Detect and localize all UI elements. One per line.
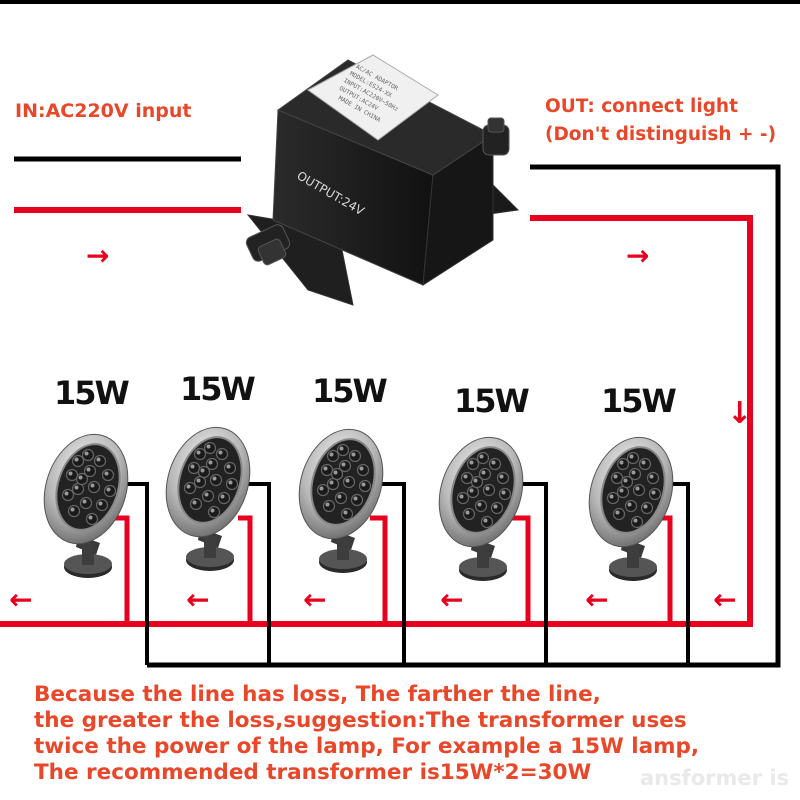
ghost-text: ansformer is (640, 766, 790, 790)
lamp-3-wattage: 15W (312, 372, 388, 410)
note-line-4: The recommended transformer is15W*2=30W (34, 760, 592, 785)
arrow-down-icon: ↓ (727, 396, 753, 431)
lamp-2-red-lead (238, 515, 253, 624)
output-cable-gland (482, 117, 510, 156)
arrow-left-icon: ← (440, 583, 464, 616)
note-line-3: twice the power of the lamp, For example… (34, 734, 700, 759)
arrow-right-icon: → (626, 239, 650, 272)
arrow-right-icon: → (86, 239, 110, 272)
arrow-left-icon: ← (303, 583, 327, 616)
lamp-4-red-lead (512, 515, 531, 624)
transformer: AC/AC ADAPTOR MODEL:ES24-XX INPUT:AC220V… (245, 54, 520, 306)
spotlight-icon (298, 428, 384, 573)
spotlight-icon (588, 436, 674, 581)
output-label-line-1: OUT: connect light (545, 96, 738, 117)
arrow-left-icon: ← (585, 583, 609, 616)
note-line-2: the greater the loss,suggestion:The tran… (34, 708, 687, 733)
output-black-wire (147, 164, 781, 668)
input-cable-gland (245, 224, 291, 266)
input-label: IN:AC220V input (15, 100, 192, 122)
lamp-5-wattage: 15W (601, 382, 677, 420)
spotlight-icon (165, 426, 251, 571)
arrow-left-icon: ← (713, 583, 737, 616)
power-note: Because the line has loss, The farther t… (34, 682, 699, 786)
arrow-left-icon: ← (186, 583, 210, 616)
note-line-1: Because the line has loss, The farther t… (34, 682, 601, 707)
output-red-wire (0, 215, 753, 627)
top-border (0, 0, 800, 4)
arrow-left-icon: ← (9, 583, 33, 616)
spotlight-icon (438, 436, 524, 581)
lamp-1-wattage: 15W (54, 374, 130, 412)
lamp-2-wattage: 15W (180, 370, 256, 408)
output-label-line-2: (Don't distinguish + -) (545, 124, 777, 145)
lamp-4-wattage: 15W (454, 382, 530, 420)
lamp-3-red-lead (370, 515, 388, 624)
spotlight-icon (43, 433, 129, 578)
